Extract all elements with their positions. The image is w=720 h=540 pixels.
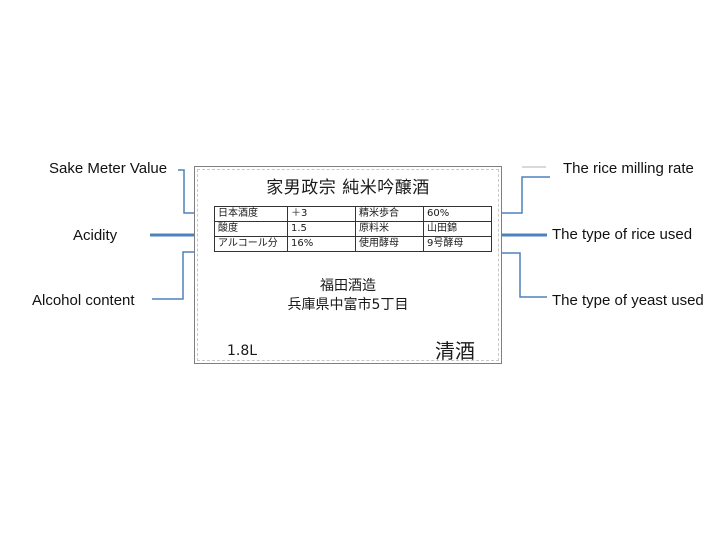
spec-key: 原料米 xyxy=(355,221,424,237)
table-row: 酸度 1.5 原料米 山田錦 xyxy=(214,221,492,237)
spec-value: 1.5 xyxy=(287,221,356,237)
callout-alcohol-content: Alcohol content xyxy=(32,292,135,309)
spec-key: 使用酵母 xyxy=(355,236,424,252)
spec-table: 日本酒度 ＋3 精米歩合 60% 酸度 1.5 原料米 山田錦 アルコール分 1… xyxy=(214,206,492,252)
spec-value: 16% xyxy=(287,236,356,252)
volume: 1.8L xyxy=(227,343,258,359)
spec-key: 酸度 xyxy=(214,221,288,237)
callout-yeast-type: The type of yeast used xyxy=(552,292,704,309)
connector-yeast xyxy=(497,252,547,298)
callout-rice-type: The type of rice used xyxy=(552,226,693,243)
spec-value: 山田錦 xyxy=(423,221,492,237)
brewery-name: 福田酒造 xyxy=(320,278,376,294)
callout-sake-meter-value: Sake Meter Value xyxy=(49,160,168,177)
spec-key: アルコール分 xyxy=(214,236,288,252)
spec-key: 日本酒度 xyxy=(214,206,288,222)
connector-milling-rate xyxy=(497,176,550,214)
spec-key: 精米歩合 xyxy=(355,206,424,222)
callout-acidity: Acidity xyxy=(73,227,118,244)
label-title: 家男政宗 純米吟醸酒 xyxy=(266,178,430,198)
spec-value: ＋3 xyxy=(287,206,356,222)
callout-rice-milling-rate: The rice milling rate xyxy=(563,160,694,177)
table-row: アルコール分 16% 使用酵母 9号酵母 xyxy=(214,236,492,252)
sake-kind: 清酒 xyxy=(435,339,475,363)
spec-value: 60% xyxy=(423,206,492,222)
table-row: 日本酒度 ＋3 精米歩合 60% xyxy=(214,206,492,222)
spec-value: 9号酵母 xyxy=(423,236,492,252)
brewery-address: 兵庫県中富市5丁目 xyxy=(287,297,409,313)
sake-label: 家男政宗 純米吟醸酒 日本酒度 ＋3 精米歩合 60% 酸度 1.5 原料米 山… xyxy=(194,166,502,364)
